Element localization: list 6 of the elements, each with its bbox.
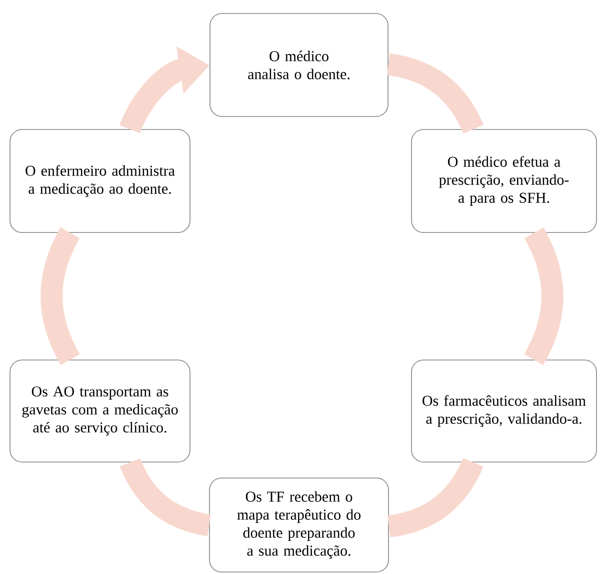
- step-box: O médico efetua a prescrição, enviando-a para os SFH.: [411, 129, 597, 233]
- step-box: Os farmacêuticos analisam a prescrição, validando-a.: [411, 360, 597, 462]
- step-box: Os TF recebem o mapa terapêutico do doente preparando a sua medicação.: [209, 478, 389, 572]
- step-box: O enfermeiro administra a medicação ao doente.: [10, 129, 190, 233]
- step-box: O médico analisa o doente.: [210, 13, 388, 117]
- step-box: Os AO transportam as gavetas com a medicação até ao serviço clínico.: [10, 360, 190, 462]
